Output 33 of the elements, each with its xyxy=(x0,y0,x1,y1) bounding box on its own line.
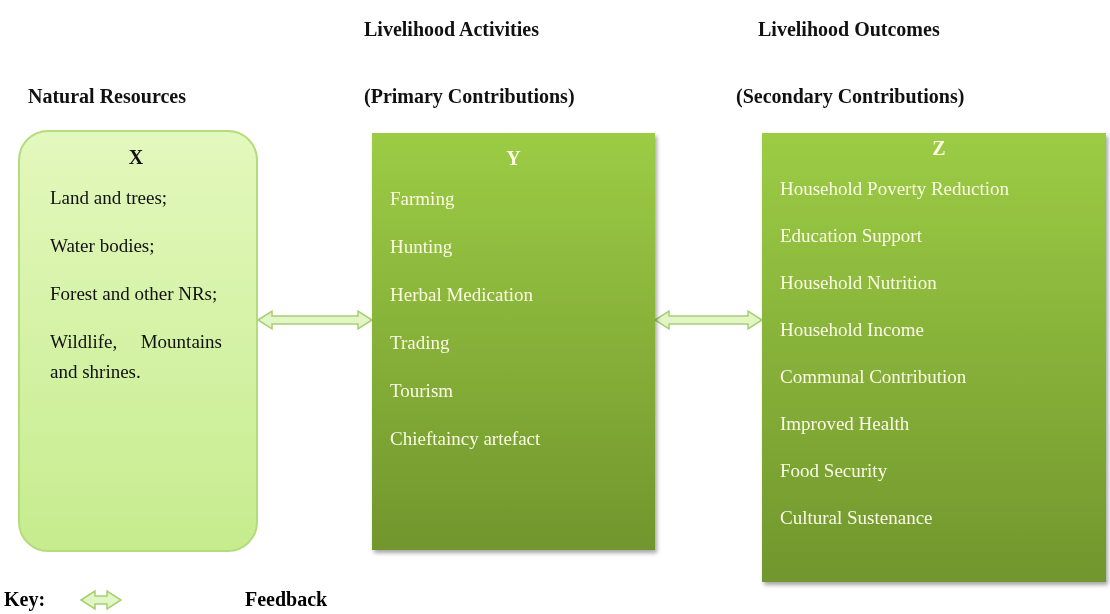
column-heading: Natural Resources xyxy=(28,85,186,108)
list-item: Chieftaincy artefact xyxy=(390,427,542,451)
list-item: Improved Health xyxy=(780,412,911,436)
list-item: Food Security xyxy=(780,459,889,483)
list-item: Forest and other NRs; xyxy=(50,282,219,306)
list-item: Household Nutrition xyxy=(780,271,938,295)
box-letter: Y xyxy=(505,147,522,170)
column-heading: (Primary Contributions) xyxy=(364,85,575,108)
key-label: Key: xyxy=(4,588,46,611)
list-item: Trading xyxy=(390,331,451,355)
list-item: Herbal Medication xyxy=(390,283,534,307)
list-item: Wildlife, Mountains and shrines. xyxy=(50,330,222,384)
list-item: Education Support xyxy=(780,224,923,248)
list-item: Household Poverty Reduction xyxy=(780,177,1011,201)
list-item: Hunting xyxy=(390,235,454,259)
content-box xyxy=(18,130,258,552)
double-arrow xyxy=(256,309,374,331)
list-item: Water bodies; xyxy=(50,234,156,258)
double-arrow xyxy=(653,309,764,331)
column-heading: (Secondary Contributions) xyxy=(736,85,965,108)
list-item: Cultural Sustenance xyxy=(780,506,934,530)
content-box xyxy=(372,133,655,550)
list-item: Communal Contribution xyxy=(780,365,968,389)
column-heading: Livelihood Activities xyxy=(364,18,539,41)
list-item: Household Income xyxy=(780,318,926,342)
list-item: Farming xyxy=(390,187,456,211)
box-letter: X xyxy=(127,146,145,169)
box-letter: Z xyxy=(931,137,947,160)
list-item: Land and trees; xyxy=(50,186,169,210)
column-heading: Livelihood Outcomes xyxy=(758,18,940,41)
content-box xyxy=(762,133,1106,582)
list-item: Tourism xyxy=(390,379,455,403)
legend-label: Feedback xyxy=(245,588,328,611)
